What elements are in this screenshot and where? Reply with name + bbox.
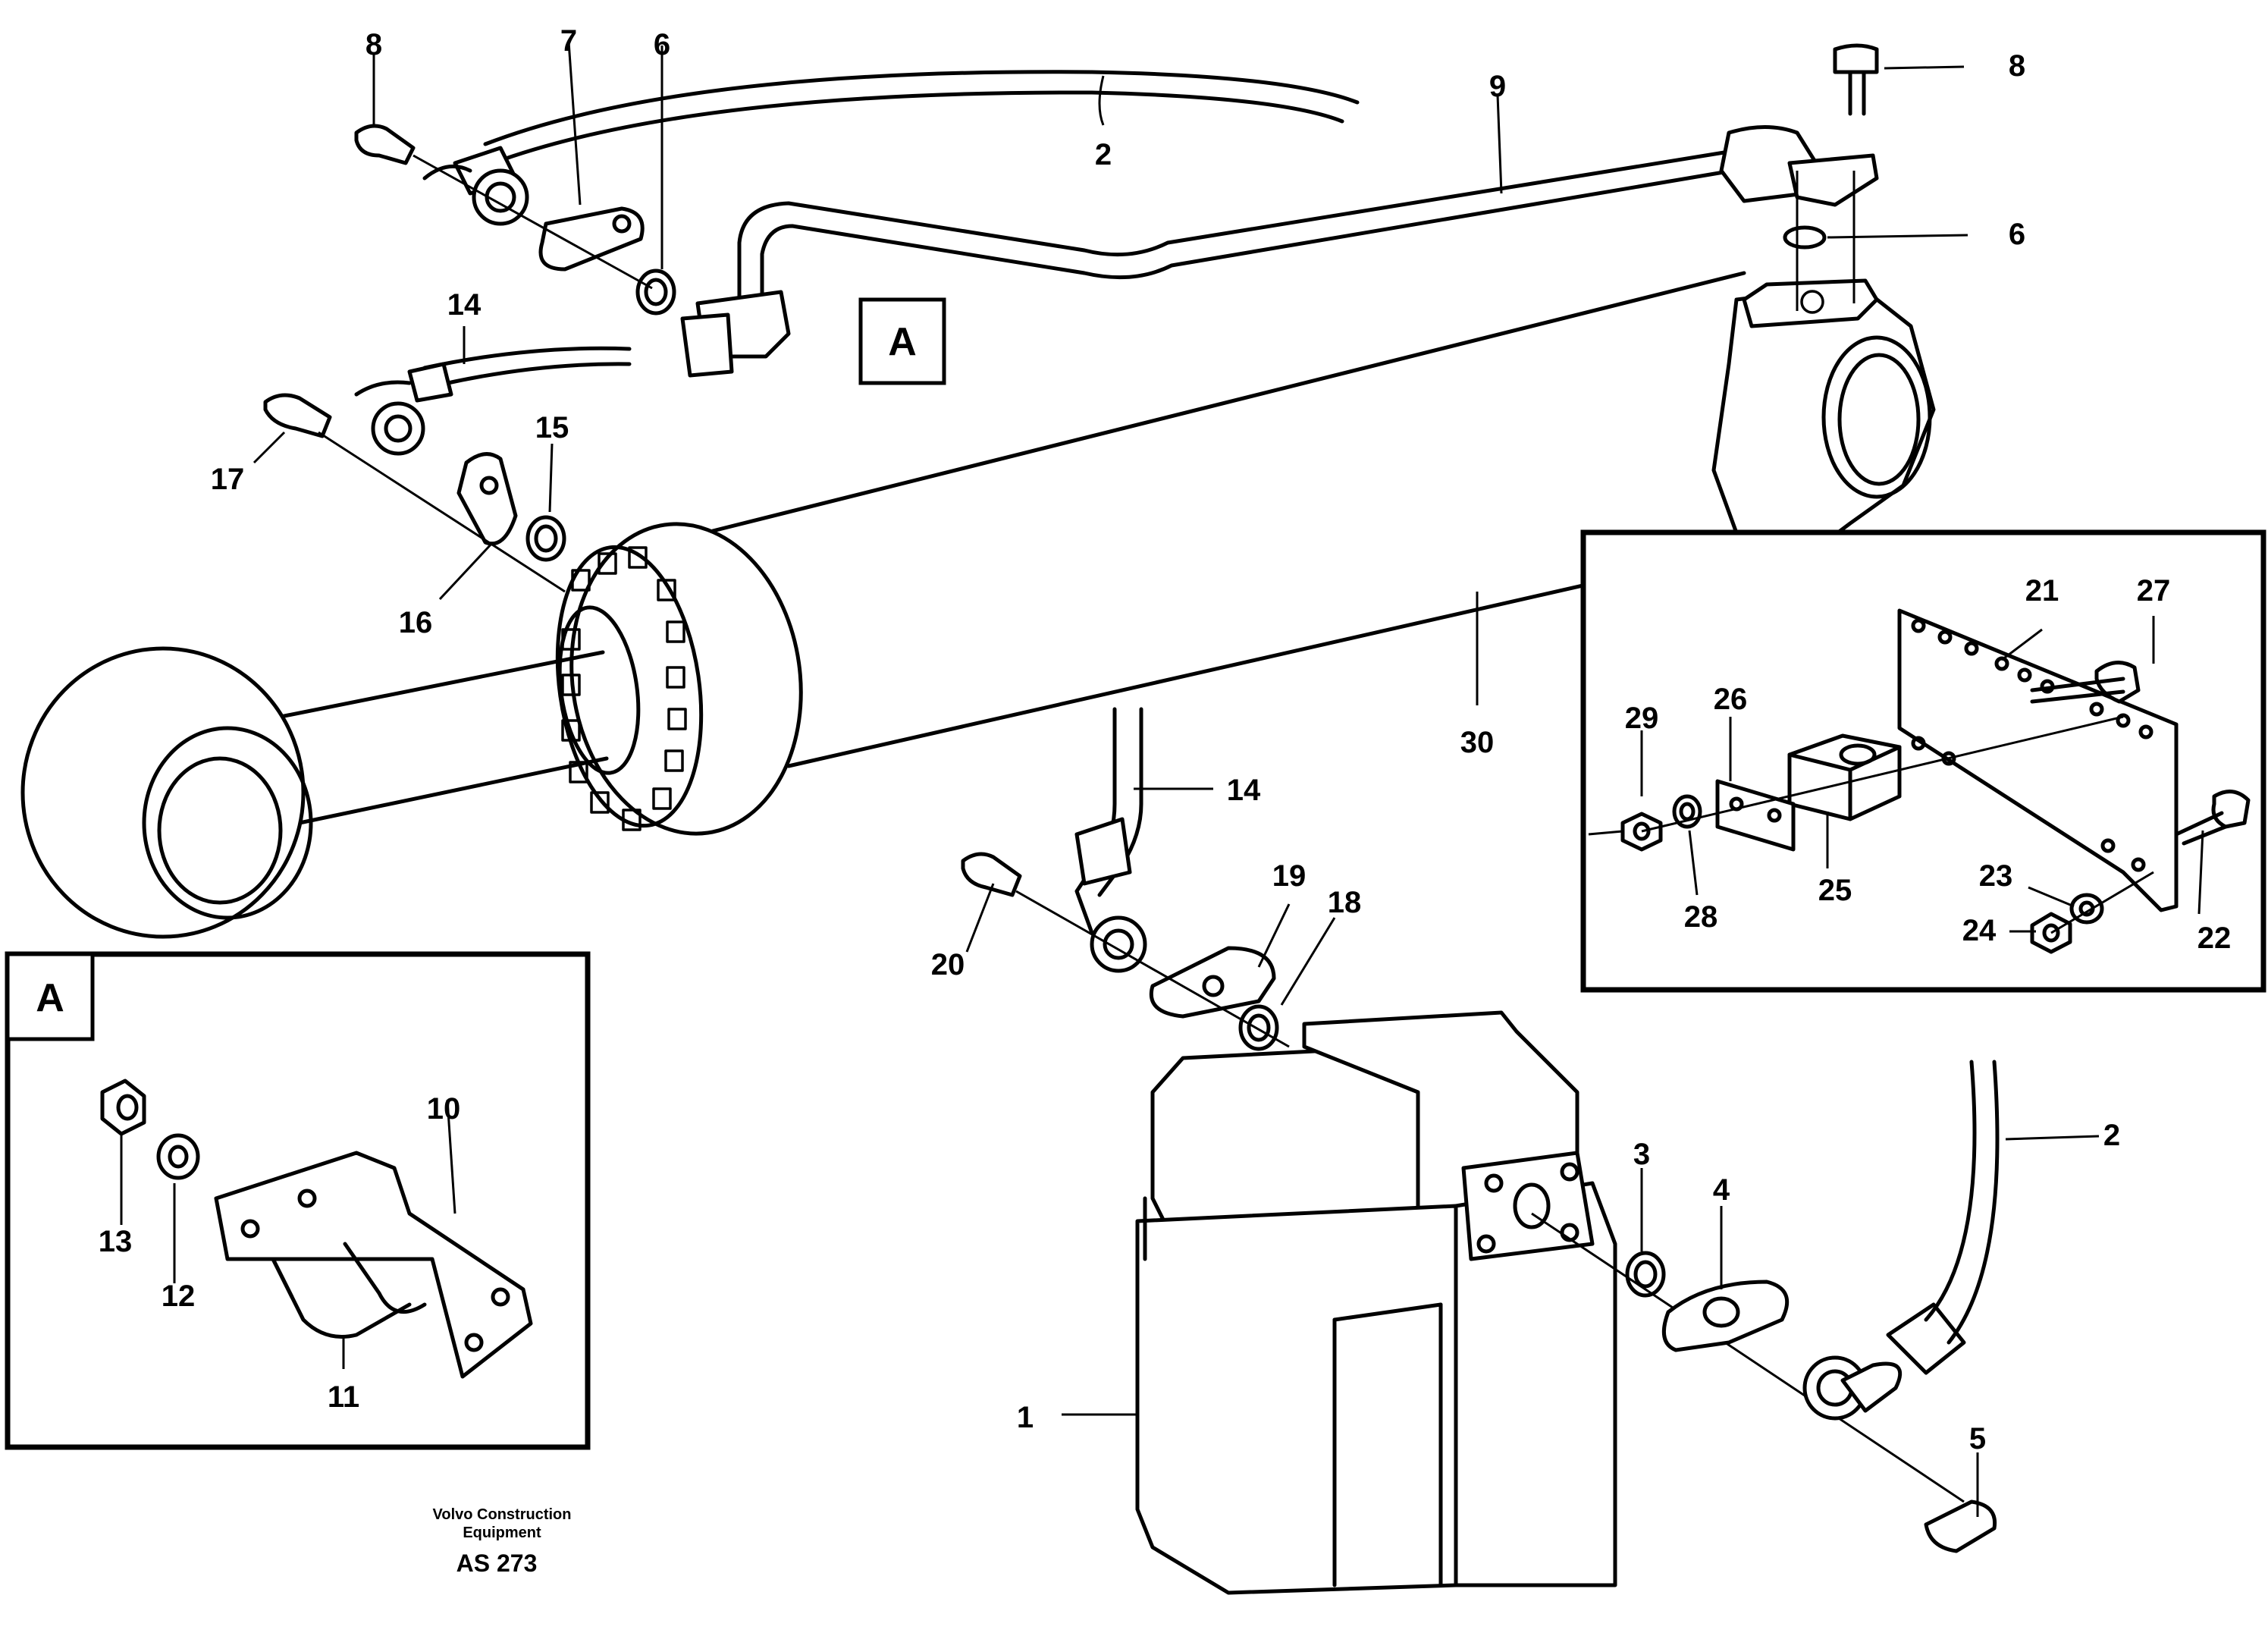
footer: Volvo Construction Equipment AS 273 [433, 1506, 572, 1577]
callout-22: 22 [2197, 922, 2232, 955]
control-valve-block [1135, 1010, 1617, 1595]
callout-9: 9 [1489, 70, 1506, 103]
fitting-group-lower-right [1531, 1060, 2000, 1553]
inset-a-letter: A [36, 976, 64, 1020]
callout-15: 15 [535, 411, 569, 444]
callout-14-top: 14 [447, 288, 482, 322]
view-a-marker: A [858, 297, 946, 385]
callout-2-lower: 2 [2103, 1119, 2120, 1152]
pipe-9 [680, 125, 1879, 378]
callout-20: 20 [931, 948, 965, 981]
callout-29: 29 [1625, 702, 1659, 735]
callout-27: 27 [2137, 574, 2171, 608]
callout-21: 21 [2025, 574, 2059, 608]
callout-7: 7 [560, 24, 577, 58]
hose-2-upper [422, 70, 1360, 196]
callout-4: 4 [1713, 1173, 1730, 1207]
callout-18: 18 [1328, 886, 1362, 919]
callout-6-right: 6 [2009, 218, 2025, 251]
callout-1: 1 [1017, 1401, 1034, 1434]
callout-6-left: 6 [654, 28, 670, 61]
callout-5: 5 [1969, 1422, 1986, 1455]
footer-company-line2: Equipment [463, 1525, 541, 1541]
callout-26: 26 [1714, 683, 1748, 716]
callout-17: 17 [211, 463, 245, 496]
footer-drawing-code: AS 273 [456, 1550, 538, 1577]
callout-14-lower: 14 [1227, 774, 1261, 807]
hydraulic-cylinder [20, 271, 1936, 939]
callout-24: 24 [1962, 914, 1997, 947]
hose-14-upper [263, 346, 632, 593]
callout-19: 19 [1272, 859, 1307, 893]
callout-3: 3 [1633, 1138, 1650, 1171]
callout-2-top: 2 [1095, 138, 1112, 171]
callout-numbers: 8 7 6 2 9 8 6 14 15 17 16 30 14 20 19 18… [99, 24, 2232, 1455]
callout-12: 12 [162, 1280, 196, 1313]
fitting-group-upper-left [354, 124, 676, 316]
callout-16: 16 [399, 606, 433, 639]
callout-23: 23 [1979, 859, 2013, 893]
view-a-letter: A [888, 320, 917, 364]
hose-14-lower [961, 707, 1290, 1051]
callout-25: 25 [1818, 874, 1852, 907]
callout-leaders [120, 41, 2204, 1517]
callout-10: 10 [427, 1092, 461, 1126]
callout-8-top-left: 8 [365, 28, 382, 61]
inset-mounting-plate [1580, 529, 2266, 993]
callout-13: 13 [99, 1225, 133, 1258]
callout-11: 11 [328, 1380, 359, 1414]
callout-30: 30 [1460, 726, 1495, 759]
callout-28: 28 [1684, 900, 1718, 934]
footer-company-line1: Volvo Construction [433, 1506, 572, 1523]
inset-a: A [5, 951, 591, 1450]
flange-bolts [561, 546, 687, 831]
fitting-top-right [1783, 43, 1879, 311]
callout-8-top-right: 8 [2009, 49, 2025, 83]
